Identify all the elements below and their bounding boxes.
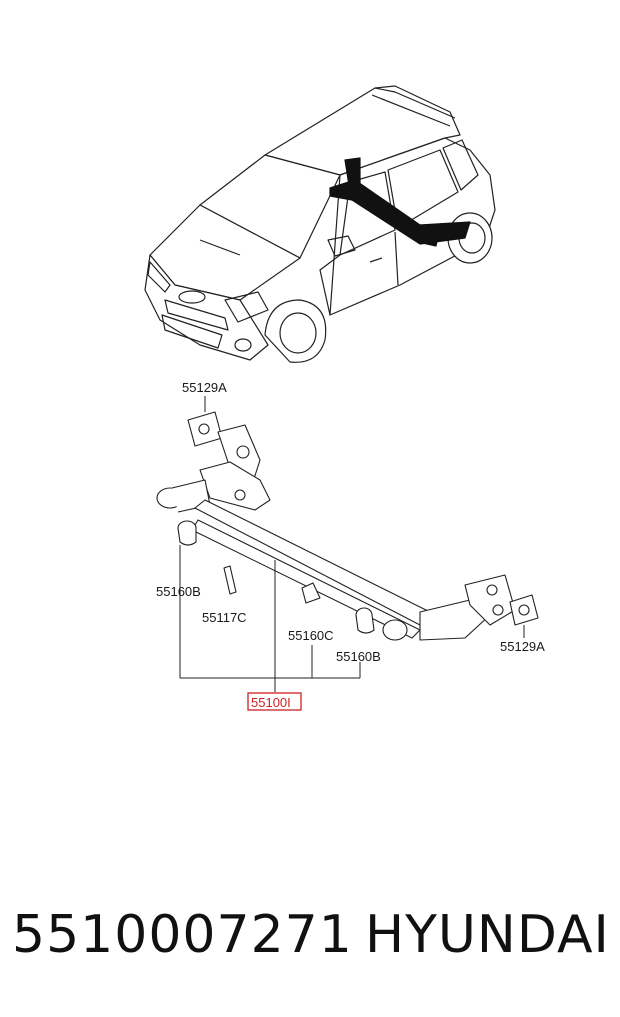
label-bushing-left: 55160B — [156, 584, 201, 599]
label-mount-right: 55129A — [500, 639, 545, 654]
label-assembly[interactable]: 55100I — [251, 695, 291, 710]
label-bushing-small: 55160C — [288, 628, 334, 643]
parts-diagram: 55129A 55160B 55117C 55160C 55160B 55129… — [144, 85, 545, 711]
car-illustration — [144, 85, 496, 363]
footer: 5510007271 HYUNDAI — [0, 905, 620, 975]
brand-name: HYUNDAI — [365, 905, 610, 965]
part-number: 5510007271 — [12, 905, 353, 965]
label-sensor: 55117C — [202, 610, 247, 625]
label-bushing-right: 55160B — [336, 649, 381, 664]
assembly-highlight-box — [247, 692, 302, 711]
leader-lines — [179, 396, 525, 692]
axle-assembly — [156, 411, 539, 641]
label-mount-top: 55129A — [182, 380, 227, 395]
